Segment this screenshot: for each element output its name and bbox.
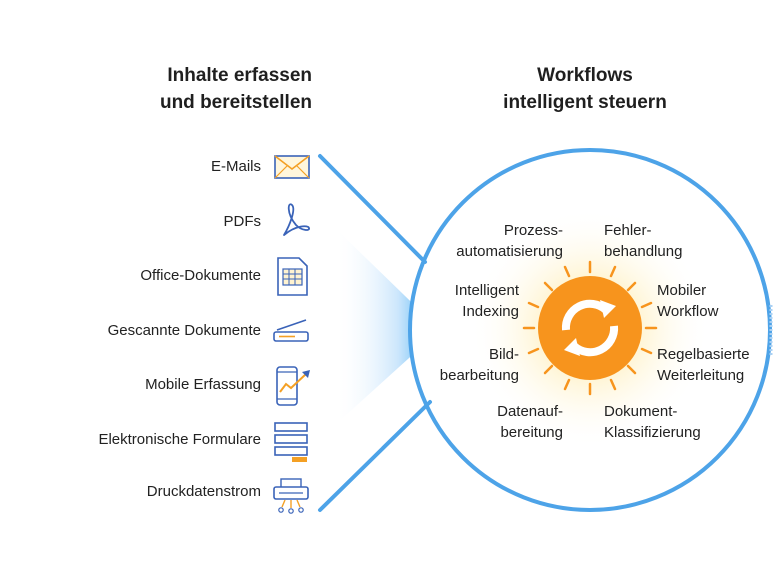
workflow-image-processing: Bild- bearbeitung	[440, 344, 519, 386]
workflow-rule-based-routing: Regelbasierte Weiterleitung	[657, 344, 750, 386]
source-label-office: Office-Dokumente	[140, 267, 261, 284]
envelope-icon	[274, 155, 310, 179]
workflow-data-preparation: Datenauf- bereitung	[497, 401, 563, 443]
spreadsheet-document-icon	[277, 257, 308, 296]
printer-icon	[273, 478, 309, 514]
workflow-image-processing-line2: bearbeitung	[439, 367, 519, 384]
scanner-icon	[273, 319, 309, 342]
workflow-error-handling-line2: behandlung	[604, 243, 683, 260]
source-label-pdfs: PDFs	[223, 213, 262, 230]
smartphone-chart-icon	[276, 366, 310, 406]
workflow-document-classification: Dokument- Klassifizierung	[604, 401, 701, 443]
workflow-data-preparation-line2: bereitung	[500, 424, 563, 441]
workflow-intelligent-indexing-line1: Intelligent	[454, 282, 519, 299]
funnel-line-top	[318, 154, 427, 264]
heading-workflows-line2: intelligent steuern	[503, 92, 667, 113]
workflow-process-automation-line1: Prozess-	[503, 222, 563, 239]
funnel-line-bottom	[318, 400, 432, 512]
sun-rays	[522, 260, 658, 396]
source-label-emails: E-Mails	[210, 158, 261, 175]
workflow-error-handling: Fehler- behandlung	[604, 220, 682, 262]
workflow-process-automation: Prozess- automatisierung	[456, 220, 563, 262]
heading-workflows: Workflows intelligent steuern	[455, 62, 715, 116]
source-label-forms: Elektronische Formulare	[98, 431, 261, 448]
funnel-arrow	[335, 228, 440, 425]
workflow-mobile-workflow-line2: Workflow	[657, 303, 719, 320]
workflow-image-processing-line1: Bild-	[488, 346, 519, 363]
heading-workflows-line1: Workflows	[537, 65, 633, 86]
heading-capture: Inhalte erfassen und bereitstellen	[52, 62, 312, 116]
workflow-document-classification-line1: Dokument-	[604, 403, 678, 420]
heading-capture-line2: und bereitstellen	[159, 92, 312, 113]
workflow-rule-based-routing-line1: Regelbasierte	[657, 346, 750, 363]
workflow-mobile-workflow-line1: Mobiler	[657, 282, 707, 299]
workflow-intelligent-indexing: Intelligent Indexing	[455, 280, 519, 322]
source-label-printstream: Druckdatenstrom	[146, 483, 261, 500]
source-label-mobile: Mobile Erfassung	[145, 376, 261, 393]
workflow-error-handling-line1: Fehler-	[604, 222, 652, 239]
workflow-intelligent-indexing-line2: Indexing	[462, 303, 519, 320]
workflow-data-preparation-line1: Datenauf-	[497, 403, 563, 420]
workflow-document-classification-line2: Klassifizierung	[604, 424, 701, 441]
workflow-process-automation-line2: automatisierung	[456, 243, 563, 260]
source-label-scanned: Gescannte Dokumente	[107, 322, 261, 339]
pdf-icon	[283, 203, 310, 236]
heading-capture-line1: Inhalte erfassen	[167, 65, 312, 86]
workflow-rule-based-routing-line2: Weiterleitung	[657, 367, 745, 384]
form-icon	[274, 422, 308, 462]
sync-icon	[538, 276, 642, 380]
workflow-mobile-workflow: Mobiler Workflow	[657, 280, 718, 322]
